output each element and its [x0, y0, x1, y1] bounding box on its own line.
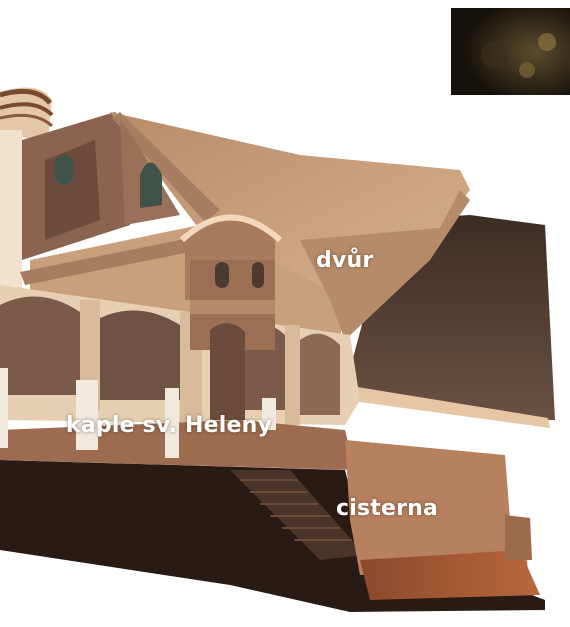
- label-cistern: cisterna: [336, 496, 438, 521]
- arched-window: [140, 163, 162, 209]
- cistern-steps-right: [505, 515, 532, 560]
- thumbnail-image: [451, 8, 570, 95]
- label-courtyard: dvůr: [316, 248, 373, 273]
- rear-window: [55, 155, 73, 185]
- label-chapel: kaple sv. Heleny: [66, 413, 272, 438]
